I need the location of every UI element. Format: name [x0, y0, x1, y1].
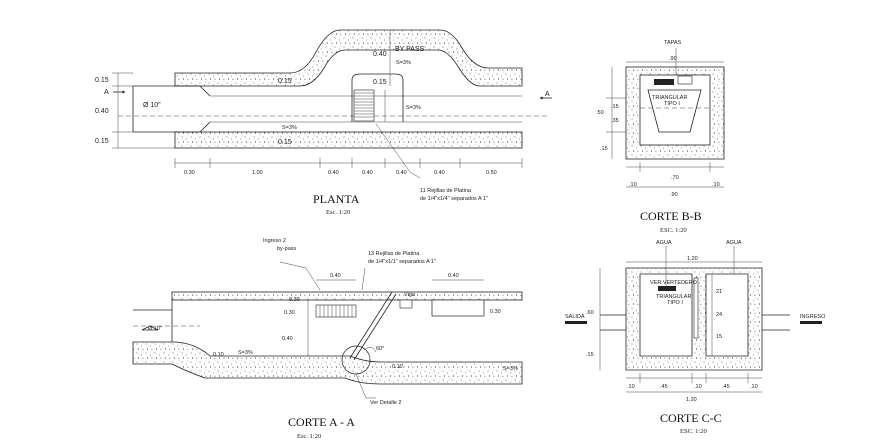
corte-aa-slope: S=3% [238, 350, 253, 356]
corte-aa-top-slab [171, 291, 523, 301]
corte-cc-dim-right-3: 15 [716, 334, 722, 340]
corte-bb-dim-bottom-2: .70 [671, 175, 679, 181]
corte-cc-dim-top: 1.20 [687, 256, 698, 262]
planta-grates [353, 89, 375, 122]
planta-dim-left-3: 0.15 [95, 138, 109, 145]
planta-dim-bottom-7: 0.50 [486, 170, 497, 176]
planta-dim-left-1: 0.15 [95, 77, 109, 84]
corte-bb-top-tag: TAPAS [664, 40, 682, 46]
planta-dim-inner-bottom: 0.15 [278, 139, 292, 146]
planta-section-mark-left: A [104, 89, 109, 96]
planta-dim-bottom-1: 0.30 [184, 170, 195, 176]
corte-bb-dim-bottom-1: .10 [629, 182, 637, 188]
planta-view: 0.15 0.40 0.15 A A Ø 10" 0.40 0.15 BY PA… [95, 29, 552, 216]
corte-aa-grate-note-2: de 1/4"x1/1" separados A 1" [368, 259, 436, 265]
corte-bb-dim-bottom-3: .10 [712, 182, 720, 188]
corte-cc-tag-left: AGUA [656, 240, 672, 246]
corte-bb-view: TAPAS .90 .50 .15 .35 .15 TRIANGULAR TIP… [596, 40, 725, 234]
planta-dim-bypass-lower: 0.15 [373, 79, 387, 86]
corte-cc-dim-bottom-1: .10 [627, 384, 635, 390]
corte-cc-label-a: VER VERTEDERO [650, 280, 698, 286]
corte-aa-dim-10-b: 0.10 [392, 364, 403, 370]
planta-dim-bottom-3: 0.40 [328, 170, 339, 176]
corte-aa-dim-top-a: 0.40 [330, 273, 341, 279]
corte-cc-dim-bottom-4: .45 [722, 384, 730, 390]
corte-aa-dim-30-b: 0.30 [284, 310, 295, 316]
corte-bb-label-2: TIPO I [664, 101, 680, 107]
corte-aa-dim-30-a: 0.30 [289, 297, 300, 303]
planta-scale: Esc. 1:20 [326, 209, 350, 216]
corte-aa-dim-30-c: 0.30 [490, 309, 501, 315]
corte-aa-grates [315, 304, 357, 318]
corte-cc-scale: ESC. 1:20 [680, 428, 707, 435]
corte-cc-dim-total: 1.20 [686, 397, 697, 403]
planta-dim-inner-top: 0.15 [278, 78, 292, 85]
planta-slope-box: S=3% [406, 105, 421, 111]
corte-aa-dim-top-b: 0.40 [448, 273, 459, 279]
corte-cc-dim-left-a: .60 [586, 310, 594, 316]
corte-aa-floor [132, 341, 523, 385]
corte-cc-dim-bottom-3: .10 [694, 384, 702, 390]
corte-aa-viga: Viga [404, 292, 416, 298]
planta-grate-note-line-1: 11 Rejillas de Platina [420, 188, 472, 194]
planta-dim-bottom-2: 1.00 [252, 170, 263, 176]
planta-section-mark-right: A [545, 91, 550, 98]
planta-dim-bottom-4: 0.40 [362, 170, 373, 176]
planta-grate-note-line-2: de 1/4"x1/4" separados A 1" [420, 196, 488, 202]
corte-cc-dim-right-2: 24 [716, 312, 722, 318]
planta-bypass-label: BY PASS [395, 46, 425, 53]
corte-aa-title: CORTE A - A [288, 415, 355, 429]
planta-pipe-label: Ø 10" [143, 102, 161, 109]
corte-aa-ingreso-2: by-pass [277, 246, 297, 252]
corte-aa-angle: 60° [376, 346, 384, 352]
corte-aa-detail: Ver Detalle 2 [370, 400, 402, 406]
corte-bb-dim-left-1: .50 [596, 110, 604, 116]
corte-cc-dim-bottom-2: .45 [660, 384, 668, 390]
corte-aa-ingreso-1: Ingreso 2 [263, 238, 286, 244]
corte-bb-title: CORTE B-B [640, 209, 702, 223]
corte-cc-label-c: TIPO I [667, 300, 683, 306]
planta-top-wall [174, 29, 523, 87]
corte-cc-salida: SALIDA [565, 314, 585, 320]
corte-bb-dim-left-2: .15 [611, 104, 619, 110]
corte-aa-dim-10-a: 0.10 [213, 352, 224, 358]
corte-aa-slope-b: S=3% [503, 366, 518, 372]
planta-dim-left-2: 0.40 [95, 108, 109, 115]
corte-cc-label-b: TRIANGULAR [656, 294, 691, 300]
corte-bb-dim-top: .90 [669, 56, 677, 62]
planta-dim-bypass-upper: 0.40 [373, 51, 387, 58]
corte-cc-view: AGUA AGUA 1.20 VER VERTEDERO TRIANGULAR … [565, 240, 826, 435]
corte-bb-label-1: TRIANGULAR [652, 95, 687, 101]
planta-slope-bypass: S=3% [396, 60, 411, 66]
corte-bb-dim-left-3: .35 [611, 118, 619, 124]
corte-cc-ingreso: INGRESO [800, 314, 826, 320]
planta-bottom-wall [174, 131, 523, 149]
corte-aa-scale: Esc. 1:20 [297, 433, 321, 440]
corte-aa-dim-40: 0.40 [282, 336, 293, 342]
planta-slope-channel: S=3% [282, 125, 297, 131]
corte-cc-dim-right-1: 21 [716, 289, 722, 295]
corte-bb-dim-left-4: .15 [600, 146, 608, 152]
planta-title: PLANTA [313, 192, 360, 206]
planta-dim-bottom-5: 0.40 [396, 170, 407, 176]
corte-aa-pipe: Ø 10" [148, 326, 162, 332]
planta-dim-bottom-6: 0.40 [434, 170, 445, 176]
corte-bb-scale: ESC. 1:20 [660, 227, 687, 234]
corte-aa-grate-note-1: 13 Rejillas de Platina [368, 251, 420, 257]
corte-bb-dim-total: .90 [670, 192, 678, 198]
corte-cc-tag-right: AGUA [726, 240, 742, 246]
corte-aa-view: Ingreso 2 by-pass 13 Rejillas de Platina… [132, 238, 523, 440]
corte-cc-dim-left-b: .15 [586, 352, 594, 358]
corte-cc-dim-bottom-5: .10 [750, 384, 758, 390]
corte-cc-title: CORTE C-C [660, 411, 722, 425]
